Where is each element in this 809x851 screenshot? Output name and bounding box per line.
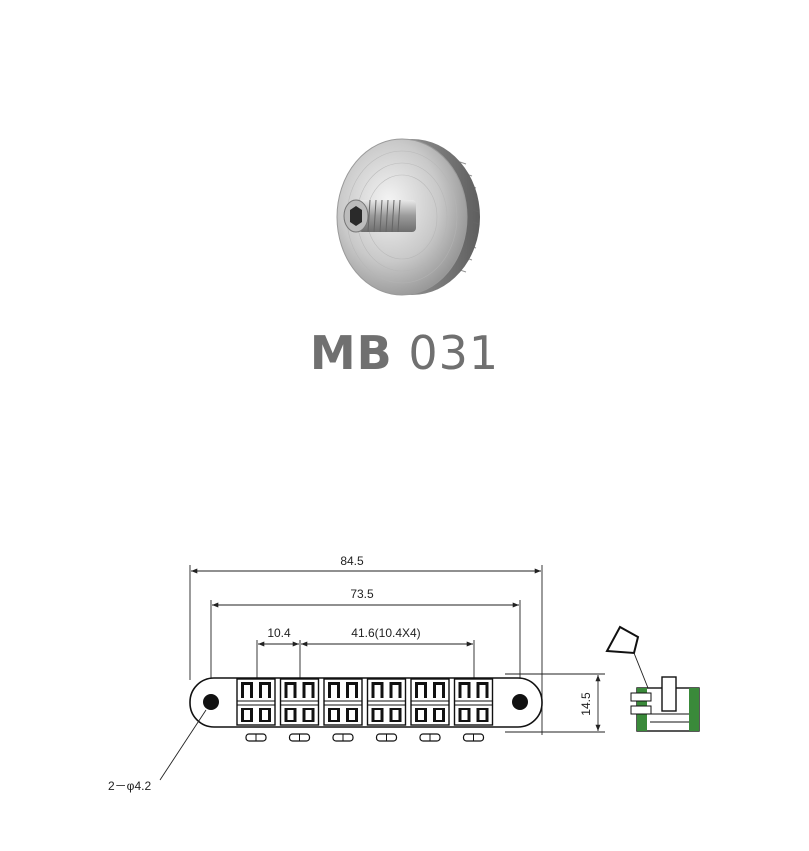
model-prefix: MB <box>309 326 393 380</box>
dim-overall-length: 84.5 <box>340 554 364 568</box>
saddle <box>410 678 450 742</box>
dim-saddle-span: 41.6(10.4X4) <box>351 626 420 640</box>
leader-line <box>159 709 207 781</box>
model-number: 031 <box>408 326 500 380</box>
saddle-group <box>236 678 494 742</box>
mount-hole-right <box>512 694 528 710</box>
technical-drawing: 84.5 73.5 10.4 41.6(10.4X4) 14.5 2－φ4.2 <box>108 554 700 793</box>
thumbwheel-photo <box>336 138 480 296</box>
side-view <box>605 625 700 732</box>
saddle <box>236 678 276 742</box>
dim-hole-spacing: 73.5 <box>350 587 374 601</box>
dim-height: 14.5 <box>579 692 593 716</box>
saddle <box>323 678 363 742</box>
hole-callout: 2－φ4.2 <box>108 779 151 793</box>
mount-hole-left <box>203 694 219 710</box>
saddle <box>366 678 407 742</box>
dim-saddle-pitch: 10.4 <box>267 626 291 640</box>
saddle <box>279 678 320 742</box>
side-profile-icon <box>605 625 640 655</box>
product-title: MB 031 <box>0 326 809 380</box>
saddle <box>453 678 494 742</box>
